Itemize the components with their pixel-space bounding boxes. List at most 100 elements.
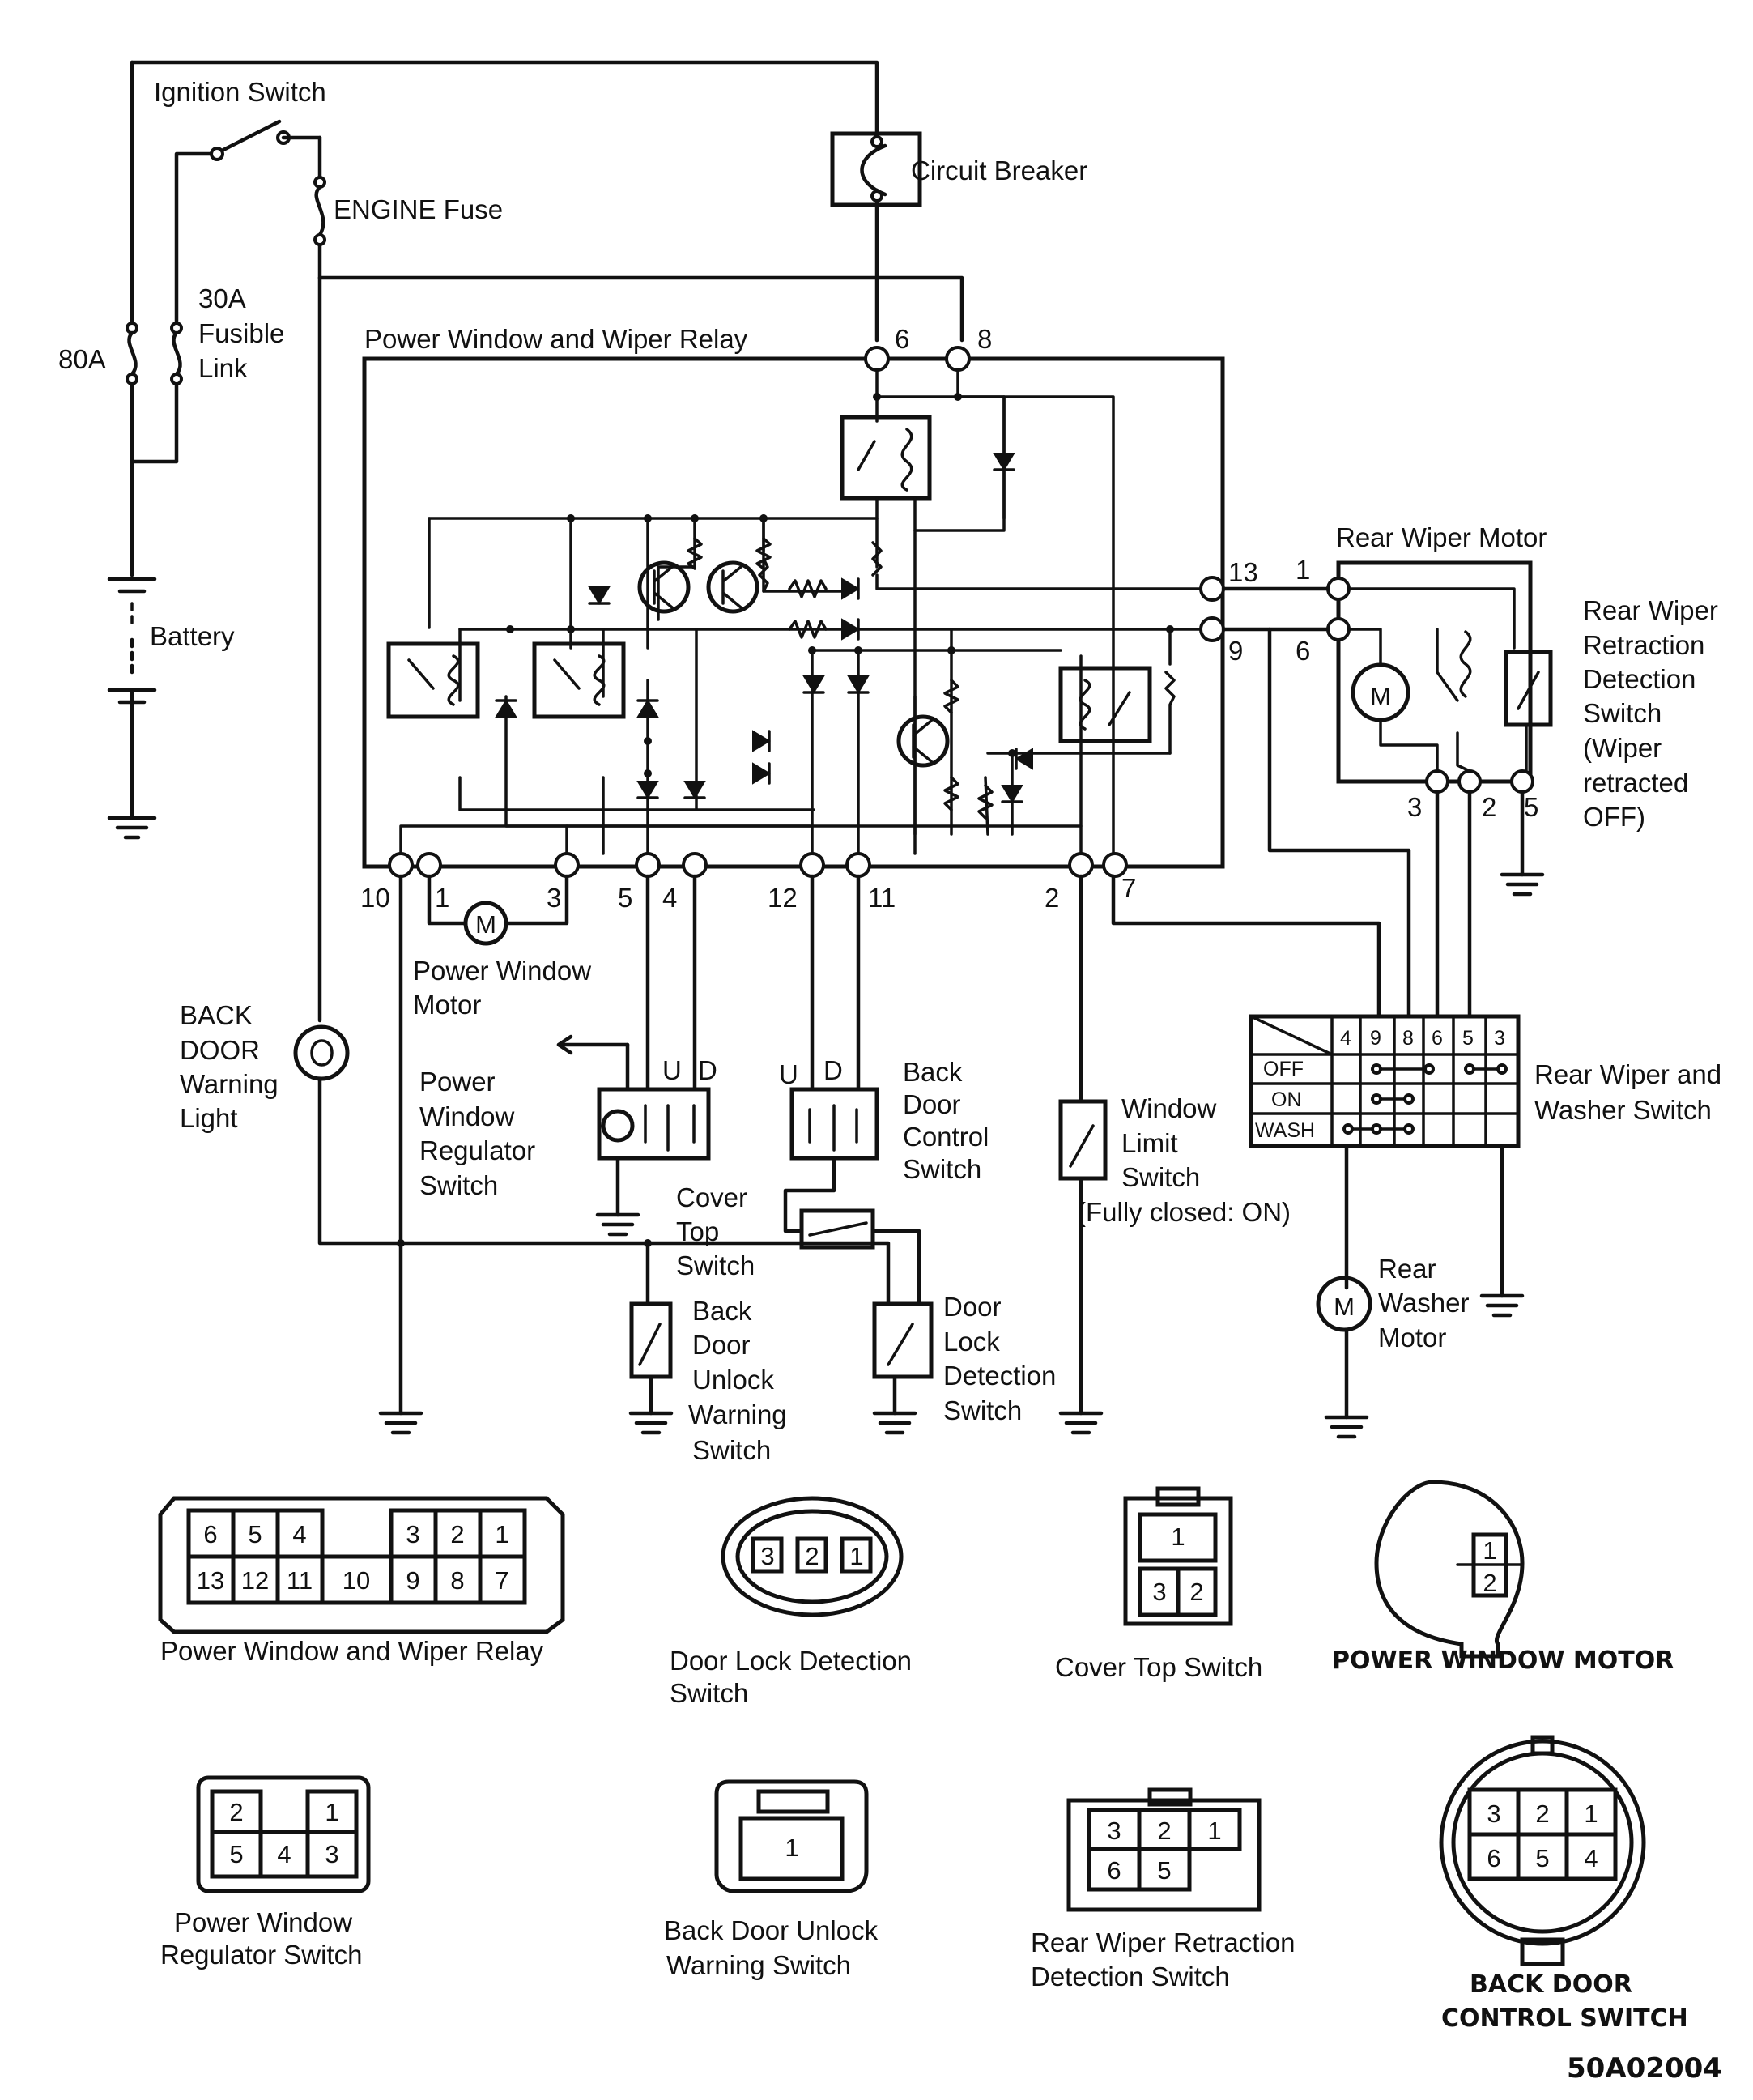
- label-bd-control-2: Door: [903, 1089, 961, 1119]
- relay-box: [362, 346, 1225, 878]
- label-cover-top-3: Switch: [676, 1250, 755, 1280]
- label-pw-reg-3: Regulator: [419, 1135, 535, 1165]
- label-pw-reg-1: Power: [419, 1067, 496, 1097]
- pin-5: 5: [618, 883, 632, 913]
- pin-2: 2: [1045, 883, 1059, 913]
- pin-1: 1: [435, 883, 449, 913]
- pw-motor-pin-1: 1: [1483, 1536, 1496, 1565]
- table-row-on: ON: [1271, 1088, 1302, 1111]
- label-back-door-3: Warning: [180, 1069, 279, 1099]
- connector-bd-unlock: 1 Back Door Unlock Warning Switch: [664, 1779, 879, 1980]
- table-col-3: 3: [1494, 1027, 1505, 1050]
- label-bd-unlock-3: Unlock: [692, 1365, 774, 1395]
- relay-b: [532, 641, 626, 719]
- label-circuit-breaker: Circuit Breaker: [911, 155, 1087, 185]
- label-relay: Power Window and Wiper Relay: [364, 324, 748, 354]
- relay-conn-pin-1: 1: [495, 1520, 508, 1548]
- svg-text:M: M: [475, 910, 496, 939]
- label-door-lock-4: Switch: [943, 1395, 1022, 1425]
- pin-8: 8: [977, 324, 992, 354]
- table-row-off: OFF: [1263, 1058, 1304, 1080]
- retraction-pin-5: 5: [1157, 1856, 1171, 1885]
- relay-conn-pin-4: 4: [292, 1520, 306, 1548]
- label-bd-control-1: Back: [903, 1057, 963, 1087]
- back-door-warning-wiring: [293, 874, 934, 1435]
- battery-symbol: [107, 577, 157, 840]
- label-back-door-1: BACK: [180, 1000, 253, 1030]
- label-cover-top-2: Top: [676, 1216, 719, 1246]
- label-switch-d-2: D: [823, 1055, 843, 1085]
- door-lock-pin-2: 2: [805, 1542, 819, 1570]
- bd-unlock-pin-1: 1: [785, 1834, 798, 1862]
- table-col-5: 5: [1462, 1027, 1474, 1050]
- label-door-lock-3: Detection: [943, 1361, 1056, 1391]
- motor-pin-3: 3: [1407, 792, 1422, 822]
- fusible-link-80a-symbol: [126, 322, 138, 385]
- label-80a: 80A: [58, 344, 106, 374]
- retraction-pin-3: 3: [1107, 1817, 1121, 1845]
- retraction-pin-1: 1: [1207, 1817, 1221, 1845]
- label-door-lock-2: Lock: [943, 1327, 1000, 1357]
- transistors: [637, 560, 950, 768]
- bd-control-pin-1: 1: [1584, 1800, 1598, 1828]
- relay-junctions: [506, 393, 1174, 777]
- pw-reg-pin-5: 5: [229, 1840, 243, 1868]
- relay-conn-pin-6: 6: [203, 1520, 217, 1548]
- connector-relay: 6 5 4 3 2 1 13 12 11 10 9 8 7 Power Wind…: [158, 1496, 565, 1666]
- retraction-caption-2: Detection Switch: [1031, 1962, 1230, 1991]
- bd-control-caption-2: CONTROL SWITCH: [1441, 2004, 1688, 2033]
- table-row-wash: WASH: [1255, 1119, 1315, 1142]
- relay-conn-pin-3: 3: [406, 1520, 419, 1548]
- pin-13: 13: [1228, 557, 1258, 587]
- pin-11: 11: [868, 883, 896, 913]
- pw-reg-pin-1: 1: [325, 1798, 338, 1826]
- pw-reg-pin-2: 2: [229, 1798, 243, 1826]
- label-rear-washer-1: Rear: [1378, 1254, 1436, 1284]
- bd-control-pin-6: 6: [1487, 1844, 1500, 1872]
- label-rear-washer-3: Motor: [1378, 1323, 1446, 1352]
- pin-6: 6: [895, 324, 909, 354]
- pin-3: 3: [547, 883, 561, 913]
- label-pw-motor-2: Motor: [413, 990, 481, 1020]
- label-retraction-3: Detection: [1583, 664, 1696, 694]
- connector-door-lock: 3 2 1 Door Lock Detection Switch: [670, 1496, 912, 1708]
- back-door-control-switch-wiring: [783, 874, 921, 1306]
- label-ignition-switch: Ignition Switch: [154, 77, 326, 107]
- table-col-4: 4: [1340, 1027, 1351, 1050]
- connector-pw-regulator: 2 1 5 4 3 Power Window Regulator Switch: [160, 1775, 371, 1970]
- label-window-limit-3: Switch: [1121, 1162, 1200, 1192]
- cover-top-pin-2: 2: [1189, 1578, 1203, 1606]
- relay-conn-caption: Power Window and Wiper Relay: [160, 1636, 544, 1666]
- relay-conn-pin-11: 11: [287, 1566, 313, 1595]
- label-bd-unlock-4: Warning: [688, 1399, 787, 1429]
- connector-cover-top: 1 3 2 Cover Top Switch: [1055, 1486, 1262, 1682]
- svg-text:M: M: [1334, 1293, 1355, 1321]
- relay-conn-pin-2: 2: [450, 1520, 464, 1548]
- label-switch-u-1: U: [662, 1055, 682, 1085]
- power-feed-wiring: [130, 60, 964, 1023]
- relay-c: [1058, 666, 1152, 743]
- relay-conn-pin-12: 12: [241, 1566, 269, 1595]
- label-window-limit-2: Limit: [1121, 1128, 1178, 1158]
- motor-pin-1: 1: [1296, 555, 1310, 585]
- label-rear-wiper-motor: Rear Wiper Motor: [1336, 522, 1547, 552]
- figure-code: 50A02004: [1567, 2052, 1722, 2085]
- switch-table-labels: 4 9 8 6 5 3 OFF ON WASH: [1255, 1027, 1505, 1142]
- label-link: Link: [198, 353, 248, 383]
- wiper-washer-switch: M: [1249, 1014, 1525, 1439]
- label-wiper-washer-switch-2: Washer Switch: [1534, 1095, 1712, 1125]
- circuit-breaker-symbol: [830, 131, 922, 207]
- label-retraction-2: Retraction: [1583, 630, 1704, 660]
- door-lock-caption-1: Door Lock Detection: [670, 1646, 912, 1676]
- label-retraction-7: OFF): [1583, 802, 1645, 832]
- label-30a: 30A: [198, 283, 246, 313]
- table-col-8: 8: [1402, 1027, 1414, 1050]
- relay-conn-pin-5: 5: [248, 1520, 262, 1548]
- pw-reg-pin-3: 3: [325, 1840, 338, 1868]
- pin-4: 4: [662, 883, 677, 913]
- label-pw-reg-4: Switch: [419, 1170, 498, 1200]
- label-bd-unlock-5: Switch: [692, 1435, 771, 1465]
- label-retraction-6: retracted: [1583, 768, 1688, 798]
- label-battery: Battery: [150, 621, 235, 651]
